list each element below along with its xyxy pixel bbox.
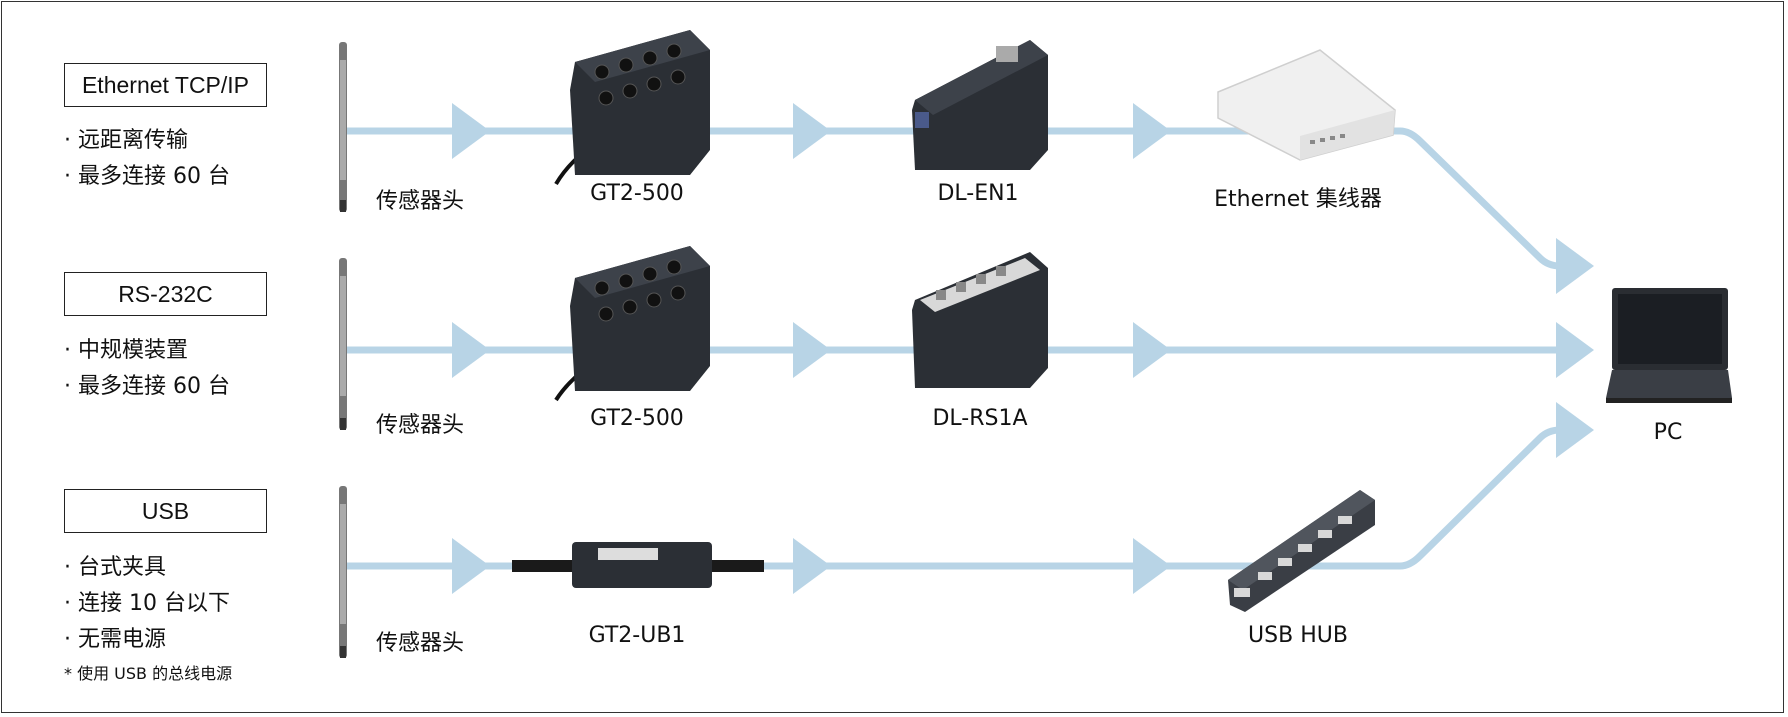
caption-gt2-500: GT2-500 <box>590 406 684 431</box>
caption-pc: PC <box>1653 420 1683 445</box>
feature-list-usb: 台式夹具 连接 10 台以下 无需电源 <box>64 550 230 658</box>
amplifier-unit-icon <box>554 246 710 402</box>
arrow-head <box>452 538 490 594</box>
caption-dl-rs1a: DL-RS1A <box>932 406 1028 431</box>
caption-dl-en1: DL-EN1 <box>937 181 1019 206</box>
feature-list-ethernet: 远距离传输 最多连接 60 台 <box>64 123 230 195</box>
arrow-head <box>452 103 490 159</box>
arrow-head <box>1133 322 1171 378</box>
caption-sensor-head: 传感器头 <box>375 413 465 438</box>
interface-label-ethernet: Ethernet TCP/IP <box>64 63 267 107</box>
caption-gt2-500: GT2-500 <box>590 181 684 206</box>
sensor-head-icon <box>339 42 347 212</box>
arrow-head-pc <box>1556 402 1594 458</box>
usb-power-note: * 使用 USB 的总线电源 <box>64 664 233 683</box>
arrow-head <box>793 538 831 594</box>
feature-list-rs232c: 中规模装置 最多连接 60 台 <box>64 333 230 405</box>
feature-item: 无需电源 <box>64 622 230 658</box>
ethernet-unit-icon <box>912 40 1048 170</box>
arrow-head <box>1133 538 1171 594</box>
caption-gt2-ub1: GT2-UB1 <box>588 623 686 648</box>
caption-usb-hub: USB HUB <box>1248 623 1348 648</box>
flow-line-usb <box>341 426 1564 570</box>
flow-line-ethernet <box>341 127 1564 270</box>
arrow-head-pc <box>1556 322 1594 378</box>
feature-item: 台式夹具 <box>64 550 230 586</box>
feature-item: 连接 10 台以下 <box>64 586 230 622</box>
sensor-head-icon <box>339 486 347 658</box>
laptop-pc-icon <box>1606 288 1732 403</box>
caption-ethernet-hub: Ethernet 集线器 <box>1214 187 1382 212</box>
feature-item: 远距离传输 <box>64 123 230 159</box>
usb-unit-icon <box>512 542 764 588</box>
sensor-head-icon <box>339 258 347 430</box>
feature-item: 最多连接 60 台 <box>64 369 230 405</box>
arrow-head-pc <box>1556 238 1594 294</box>
rs232c-unit-icon <box>912 252 1048 388</box>
ethernet-hub-icon <box>1217 49 1396 161</box>
caption-sensor-head: 传感器头 <box>375 189 465 214</box>
usb-hub-icon <box>1228 490 1375 612</box>
amplifier-unit-icon <box>554 30 710 186</box>
interface-label-rs232c: RS-232C <box>64 272 267 316</box>
arrow-head <box>793 103 831 159</box>
feature-item: 最多连接 60 台 <box>64 159 230 195</box>
arrow-head <box>1133 103 1171 159</box>
arrow-head <box>452 322 490 378</box>
feature-item: 中规模装置 <box>64 333 230 369</box>
arrow-head <box>793 322 831 378</box>
caption-sensor-head: 传感器头 <box>375 631 465 656</box>
interface-label-usb: USB <box>64 489 267 533</box>
